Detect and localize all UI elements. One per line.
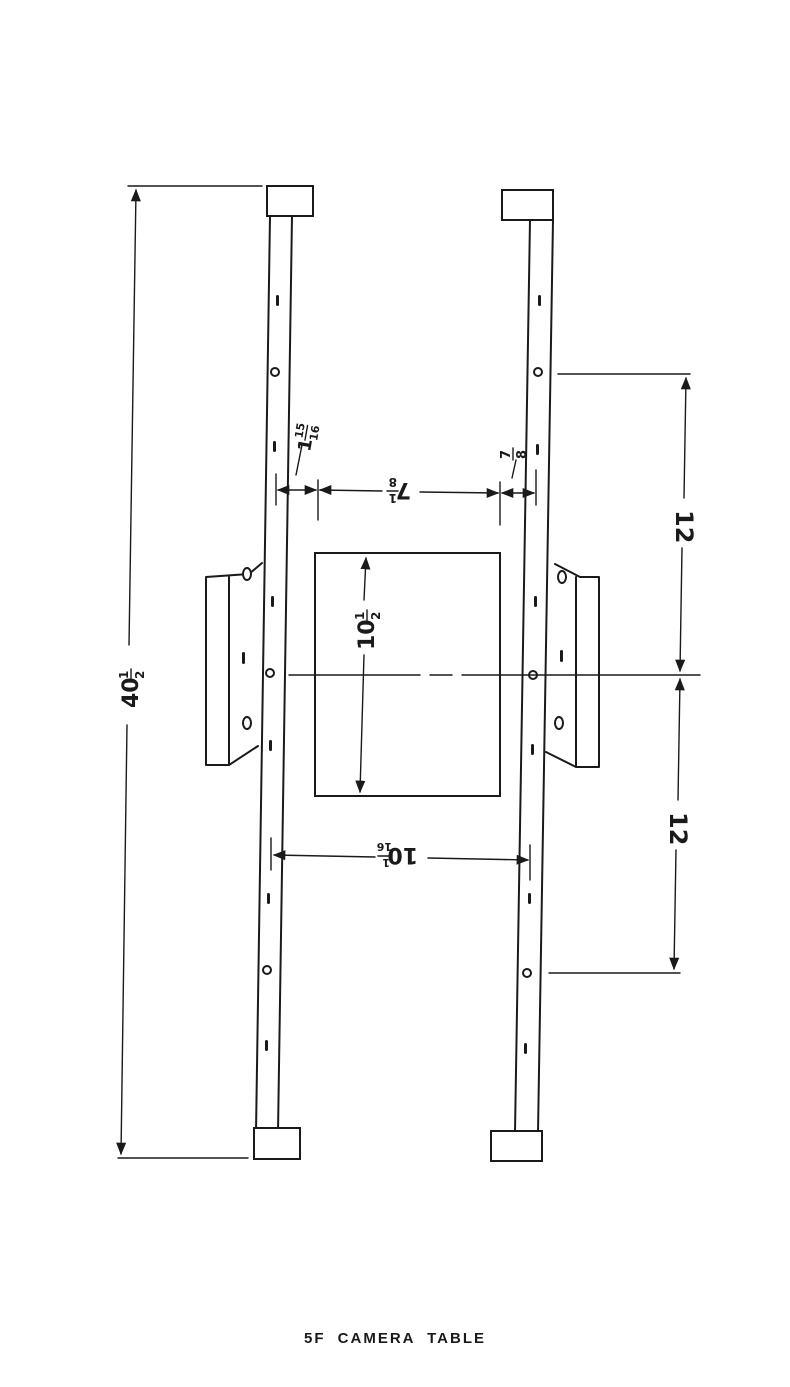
- left-rail-hole: [270, 367, 280, 377]
- hole-spacing-extension-lines: [548, 373, 691, 974]
- left-rail-slot: [271, 596, 274, 607]
- top-offset-dimensions: 1 15 16 7 1 8 7 8: [275, 422, 537, 526]
- right-rail-slot: [531, 744, 534, 755]
- overall-length-arrow-top: [128, 188, 141, 646]
- overall-length-numerator: 1: [117, 671, 131, 679]
- left-rail-center-hole: [265, 668, 275, 678]
- left-rail-hole: [262, 965, 272, 975]
- right-rail-hole: [533, 367, 543, 377]
- left-rail-offset-denominator: 16: [307, 424, 323, 442]
- rail-spacing-numerator: 1: [382, 856, 390, 869]
- plate-height-numerator: 1: [353, 612, 367, 620]
- inner-gap-denominator: 8: [389, 475, 397, 489]
- hole-spacing-dimensions: 12 12: [548, 373, 698, 974]
- overall-length-dimension: 40 1 2: [116, 185, 263, 1159]
- left-rail-top-foot: [266, 185, 314, 217]
- left-rail-slot: [267, 893, 270, 904]
- top-offset-extension-lines: [275, 469, 537, 526]
- rail-spacing-extension-lines: [270, 837, 531, 881]
- right-rail-offset-denominator: 8: [515, 450, 530, 459]
- left-rail-body: [255, 215, 293, 1133]
- left-rail-offset-fraction-bar: [304, 424, 309, 441]
- left-bracket-hole: [242, 716, 252, 730]
- upper-spacing-arrow-bottom: [675, 547, 686, 673]
- rail-spacing-dimension: 10 1 16: [270, 837, 531, 881]
- left-rail-slot: [269, 740, 272, 751]
- overall-length-arrow-bottom: [116, 724, 128, 1156]
- left-rail-bottom-foot: [253, 1127, 301, 1160]
- rail-spacing-whole: 10: [387, 842, 418, 867]
- left-bracket-slot: [242, 652, 245, 664]
- left-bracket-hole: [242, 567, 252, 581]
- overall-length-whole: 40: [119, 677, 144, 708]
- right-rail-top-foot: [501, 189, 554, 221]
- rail-spacing-arrow-right: [427, 854, 530, 865]
- lower-spacing-label: 12: [664, 812, 692, 845]
- plate-height-dimension: 10 1 2: [353, 556, 383, 794]
- plate-height-arrow-top: [360, 556, 371, 601]
- overall-length-extension-lines: [117, 185, 263, 1159]
- rail-spacing-denominator: 16: [376, 840, 392, 853]
- right-bracket-hole: [554, 716, 564, 730]
- left-rail-slot: [276, 295, 279, 306]
- drawing-caption: 5F CAMERA TABLE: [304, 1330, 486, 1347]
- left-rail-slot: [265, 1040, 268, 1051]
- left-rail: [253, 185, 314, 1160]
- plate-height-arrow-bottom: [355, 654, 366, 794]
- lower-spacing-arrow-bottom: [669, 849, 680, 971]
- right-bracket-slot: [560, 650, 563, 662]
- rail-spacing-arrow-left: [272, 850, 376, 861]
- plate-height-denominator: 2: [369, 612, 383, 620]
- plate-height-whole: 10: [355, 619, 380, 650]
- overall-length-denominator: 2: [133, 671, 147, 679]
- right-rail-hole: [522, 968, 532, 978]
- lower-spacing-arrow-top: [674, 677, 685, 801]
- left-rail-offset-whole: 1: [294, 437, 317, 453]
- right-rail-slot: [534, 596, 537, 607]
- right-rail-bottom-foot: [490, 1130, 543, 1162]
- right-bracket-outline: [545, 563, 600, 768]
- right-bracket: [545, 563, 600, 768]
- left-bracket: [205, 562, 263, 766]
- upper-spacing-arrow-top: [680, 376, 691, 499]
- right-rail-offset-numerator: 7: [499, 450, 514, 459]
- left-rail-offset-numerator: 15: [292, 422, 307, 439]
- right-bracket-hole: [557, 570, 567, 584]
- left-bracket-outline: [205, 562, 263, 766]
- right-rail-slot: [528, 893, 531, 904]
- left-rail-slot: [273, 441, 276, 452]
- offset-leader-lines: [295, 444, 517, 479]
- inner-gap-numerator: 1: [389, 491, 397, 505]
- upper-spacing-label: 12: [670, 510, 698, 543]
- right-rail-slot: [536, 444, 539, 455]
- right-rail-slot: [524, 1043, 527, 1054]
- right-rail-body: [514, 219, 554, 1133]
- right-rail-slot: [538, 295, 541, 306]
- inner-gap-whole: 7: [396, 477, 411, 502]
